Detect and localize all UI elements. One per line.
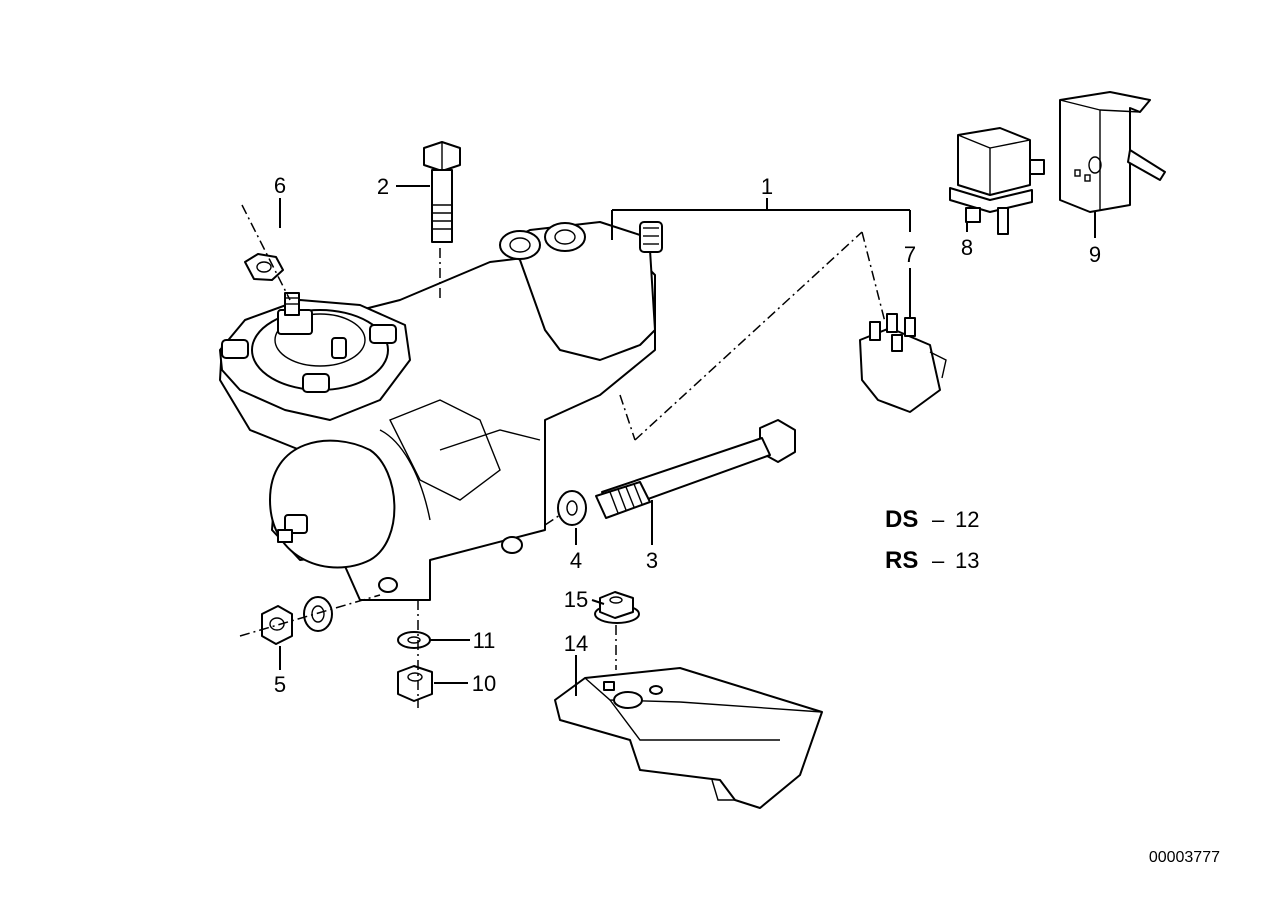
bolt-part-2 xyxy=(423,141,461,300)
relay-part-8 xyxy=(949,127,1045,235)
rs-dash: – xyxy=(932,548,945,573)
callout-4: 4 xyxy=(570,548,582,573)
nut-part-15 xyxy=(594,591,640,670)
leader-lines xyxy=(279,185,1096,696)
steering-gear-housing xyxy=(219,221,663,601)
callout-11: 11 xyxy=(473,628,496,653)
callout-15: 15 xyxy=(564,587,588,612)
relay-part-7 xyxy=(859,313,947,413)
washer-part-4 xyxy=(544,490,587,526)
nut-part-5 xyxy=(239,594,381,645)
callout-labels: 1 2 3 4 5 6 7 8 9 10 11 14 15 xyxy=(274,173,1101,697)
document-number: 00003777 xyxy=(1149,849,1220,866)
callout-14: 14 xyxy=(564,631,588,656)
ds-dash: – xyxy=(932,507,945,532)
callout-2: 2 xyxy=(377,174,389,199)
nut-part-10 xyxy=(397,600,433,708)
washer-part-11 xyxy=(397,631,431,649)
callout-10: 10 xyxy=(472,671,496,696)
callout-8: 8 xyxy=(961,235,973,260)
callout-1: 1 xyxy=(761,174,773,199)
callout-6: 6 xyxy=(274,173,286,198)
ds-value: 12 xyxy=(955,507,979,532)
nut-part-6 xyxy=(241,204,291,301)
callout-5: 5 xyxy=(274,672,286,697)
cover-part-14 xyxy=(554,667,823,809)
bracket-part-9 xyxy=(1059,91,1166,213)
rs-label: RS xyxy=(885,547,918,574)
callout-3: 3 xyxy=(646,548,658,573)
callout-9: 9 xyxy=(1089,242,1101,267)
rs-value: 13 xyxy=(955,548,979,573)
bolt-part-3 xyxy=(595,419,796,519)
variant-codes: DS – 12 RS – 13 xyxy=(885,506,979,574)
callout-7: 7 xyxy=(904,242,916,267)
ds-label: DS xyxy=(885,506,918,533)
